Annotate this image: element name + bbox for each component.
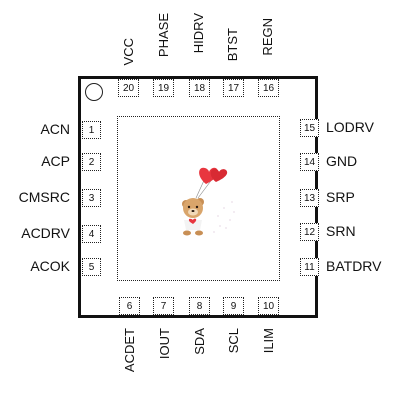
pin-11: 11 <box>300 258 319 276</box>
pin-label-vcc: VCC <box>121 38 136 66</box>
pin-number: 1 <box>88 124 95 136</box>
pin-number: 4 <box>88 228 95 240</box>
pin-8: 8 <box>189 297 210 315</box>
pin-number: 11 <box>304 261 315 273</box>
pin-number: 12 <box>303 226 316 238</box>
pin-16: 16 <box>258 79 279 97</box>
exposed-thermal-pad <box>117 116 280 281</box>
pin-18: 18 <box>189 79 210 97</box>
pin-number: 6 <box>126 300 133 312</box>
pin-label-batdrv: BATDRV <box>326 258 382 274</box>
pin-label-acp: ACP <box>41 153 70 169</box>
pin-label-ilim: ILIM <box>261 328 276 354</box>
pin-19: 19 <box>153 79 174 97</box>
pin-1: 1 <box>82 121 101 139</box>
teddy-bear-with-heart-balloons-icon <box>182 167 235 236</box>
pin-7: 7 <box>153 297 174 315</box>
pin-2: 2 <box>82 153 101 171</box>
pin-label-btst: BTST <box>225 28 240 62</box>
pin-label-lodrv: LODRV <box>326 119 374 135</box>
pin-label-srn: SRN <box>326 223 356 239</box>
pin-label-acdrv: ACDRV <box>21 225 70 241</box>
pin-label-hidrv: HIDRV <box>191 13 206 54</box>
pin-9: 9 <box>223 297 244 315</box>
pin-number: 13 <box>303 192 316 204</box>
pin-label-cmsrc: CMSRC <box>18 189 70 205</box>
pin-label-scl: SCL <box>226 328 241 354</box>
pin-label-acdet: ACDET <box>122 328 137 373</box>
pin-number: 19 <box>157 82 170 94</box>
pin-number: 14 <box>303 156 316 168</box>
pin-label-iout: IOUT <box>157 328 172 360</box>
pin-number: 7 <box>160 300 167 312</box>
pin-number: 8 <box>196 300 203 312</box>
pin-17: 17 <box>223 79 244 97</box>
pin-4: 4 <box>82 225 101 243</box>
pin-10: 10 <box>258 297 279 315</box>
pin-label-gnd: GND <box>326 153 358 169</box>
pin-14: 14 <box>300 153 319 171</box>
pin-label-phase: PHASE <box>156 13 171 58</box>
pin-number: 20 <box>122 82 135 94</box>
pin-number: 16 <box>262 82 275 94</box>
pin-label-acok: ACOK <box>30 258 70 274</box>
pin1-marker-icon <box>85 83 103 101</box>
pin-number: 17 <box>227 82 240 94</box>
pin-15: 15 <box>300 119 319 137</box>
pin-number: 2 <box>88 156 95 168</box>
pin-label-regn: REGN <box>260 18 275 56</box>
pin-13: 13 <box>300 189 319 207</box>
pin-label-acn: ACN <box>40 121 70 137</box>
pin-3: 3 <box>82 189 101 207</box>
pin-20: 20 <box>118 79 139 97</box>
pin-number: 3 <box>88 192 95 204</box>
pin-12: 12 <box>300 223 319 241</box>
pin-number: 15 <box>303 122 316 134</box>
pin-number: 10 <box>262 300 275 312</box>
pin-number: 9 <box>230 300 237 312</box>
pin-number: 5 <box>88 261 95 273</box>
pin-6: 6 <box>119 297 140 315</box>
pin-label-sda: SDA <box>192 328 207 355</box>
pin-number: 18 <box>193 82 206 94</box>
pin-5: 5 <box>82 258 101 276</box>
pin-label-srp: SRP <box>326 189 355 205</box>
